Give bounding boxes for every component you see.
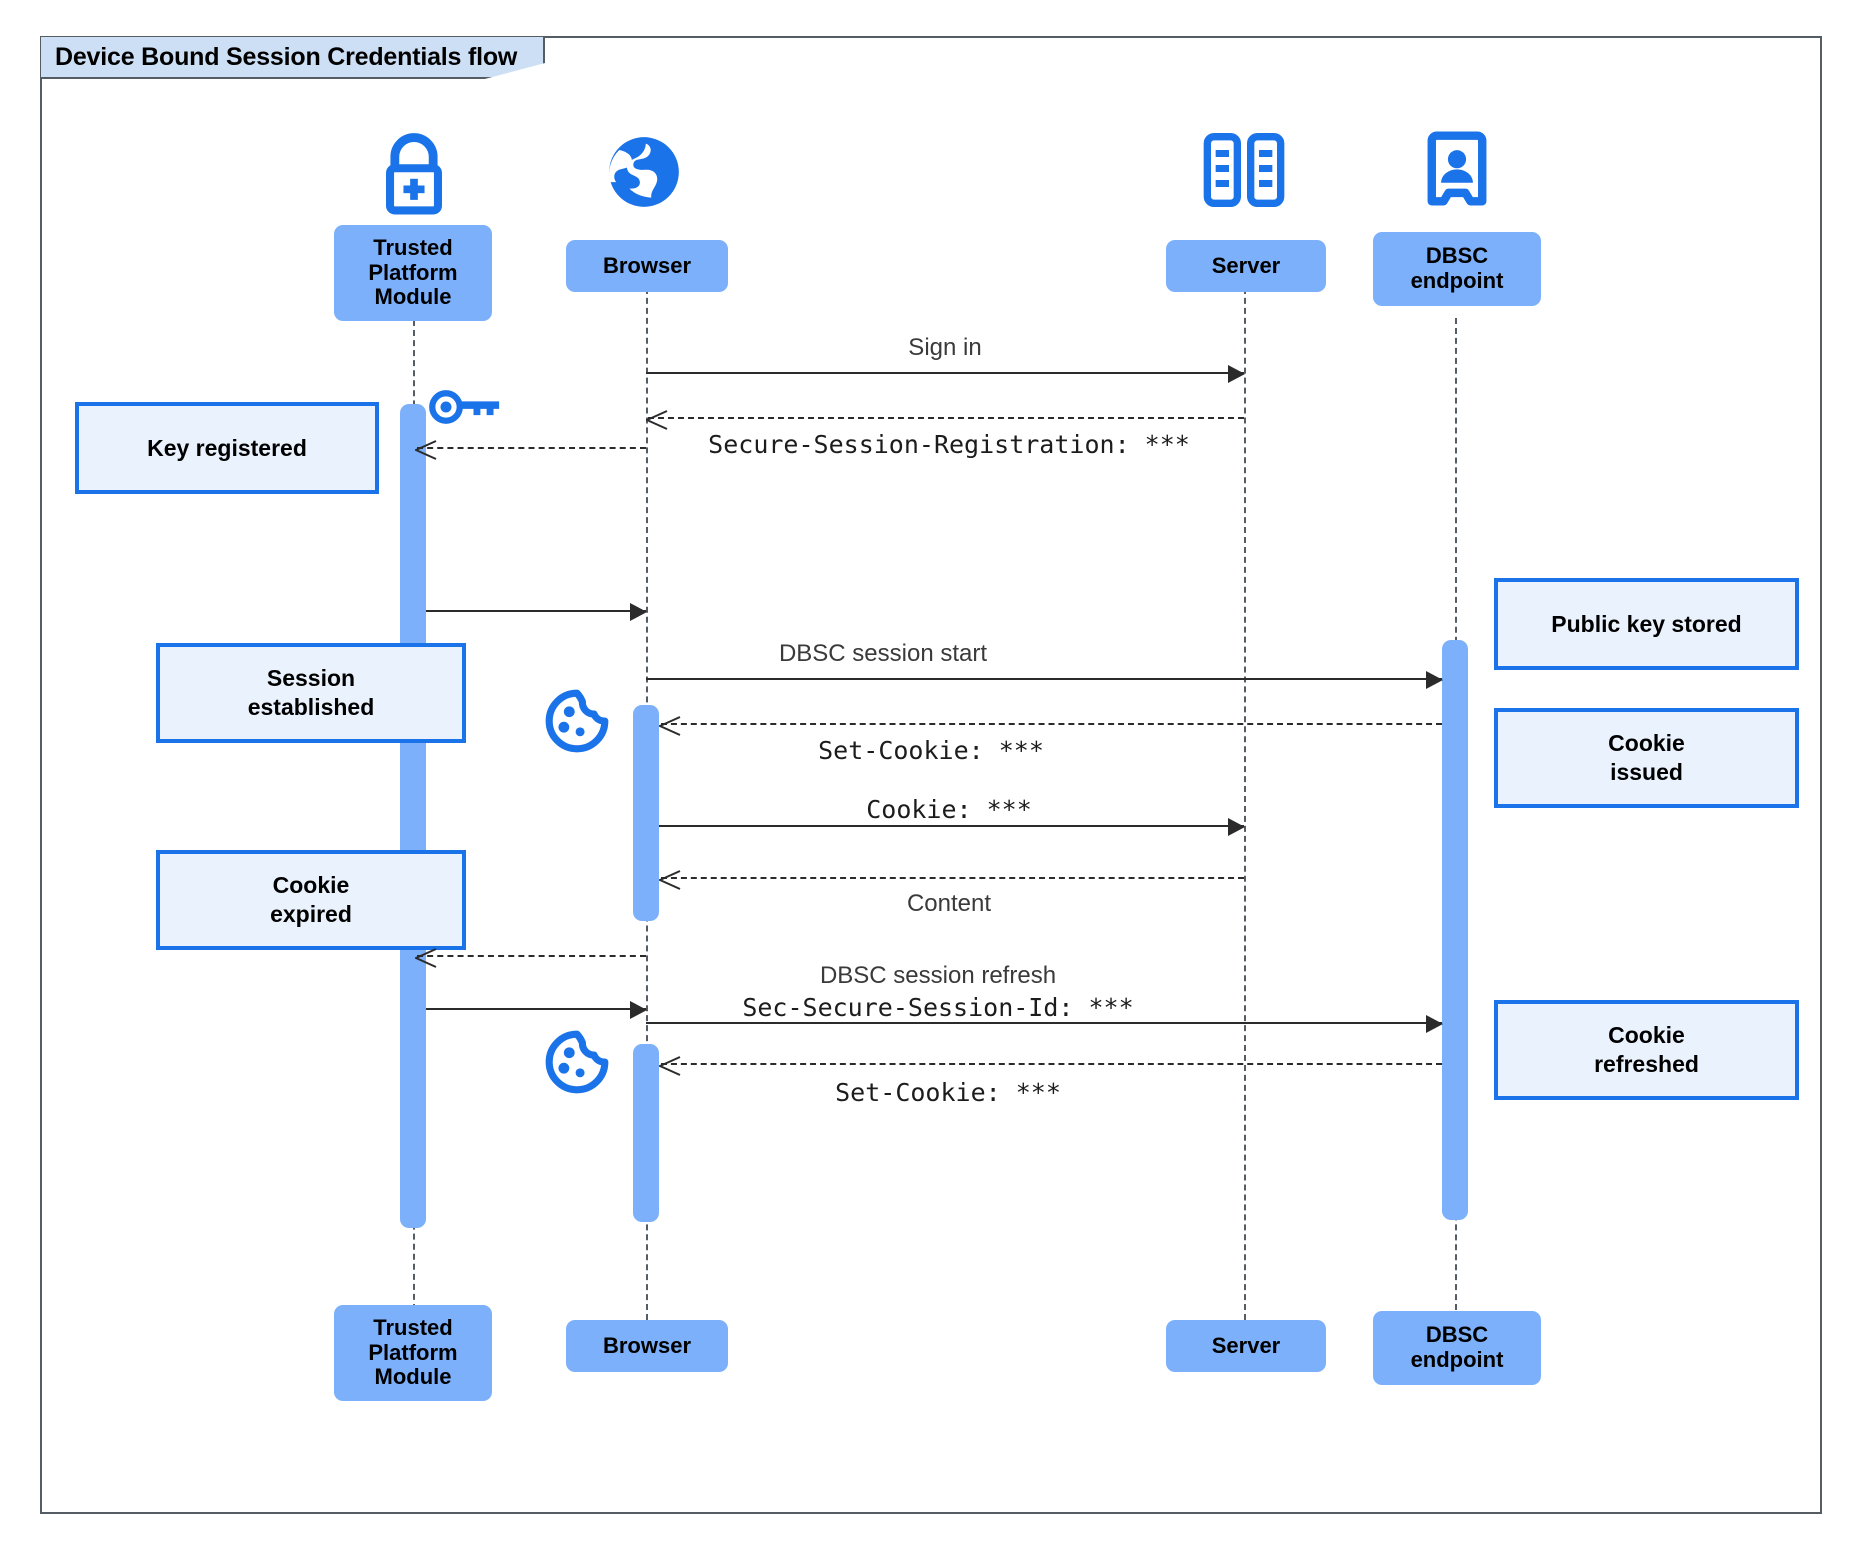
message-arrow-sign-in — [646, 365, 1245, 383]
message-arrow-browser-to-tpm-1 — [415, 440, 646, 460]
message-label-cookie: Cookie: *** — [866, 795, 1032, 824]
activation-bar-dbsc — [1442, 640, 1468, 1220]
cookie-icon — [543, 687, 611, 760]
message-arrow-tpm-to-browser-1 — [426, 603, 647, 621]
note-key-registered: Key registered — [75, 402, 379, 494]
participant-label: Server — [1211, 252, 1281, 278]
arrowhead-left-icon — [659, 1056, 681, 1076]
message-arrow-secure-session-registration — [646, 410, 1244, 430]
lock-plus-icon — [368, 128, 460, 225]
diagram-frame — [40, 36, 1822, 1514]
activation-bar-browser-2 — [633, 1044, 659, 1222]
globe-icon — [600, 128, 688, 221]
message-label-dbsc-session-refresh: DBSC session refresh — [819, 962, 1057, 989]
note-public-key-stored: Public key stored — [1494, 578, 1799, 670]
message-arrow-tpm-to-browser-2 — [426, 1001, 647, 1019]
arrowhead-right-icon — [1228, 365, 1245, 383]
message-arrow-set-cookie-1 — [659, 716, 1442, 736]
arrowhead-right-icon — [1426, 1015, 1443, 1033]
cookie-icon — [543, 1028, 611, 1101]
message-label-set-cookie-1: Set-Cookie: *** — [818, 736, 1044, 765]
arrowhead-left-icon — [415, 948, 437, 968]
message-arrow-cookie — [659, 818, 1245, 836]
participant-label: Server — [1211, 1332, 1281, 1358]
participant-browser-bottom[interactable]: Browser — [566, 1320, 728, 1372]
message-arrow-browser-to-tpm-2 — [415, 948, 646, 968]
participant-browser-top[interactable]: Browser — [566, 240, 728, 292]
message-arrow-content — [659, 870, 1244, 890]
message-label-content: Content — [906, 890, 992, 917]
arrowhead-right-icon — [630, 1001, 647, 1019]
participant-label: Browser — [602, 1332, 692, 1358]
participant-server-bottom[interactable]: Server — [1166, 1320, 1326, 1372]
lifeline-server — [1244, 278, 1246, 1320]
participant-server-top[interactable]: Server — [1166, 240, 1326, 292]
message-label-sign-in: Sign in — [908, 334, 982, 361]
participant-label: Browser — [602, 252, 692, 278]
message-arrow-set-cookie-2 — [659, 1056, 1442, 1076]
activation-bar-browser-1 — [633, 705, 659, 921]
arrowhead-right-icon — [1228, 818, 1245, 836]
note-text: Key registered — [147, 434, 307, 461]
note-text: Public key stored — [1551, 610, 1742, 637]
message-label-dbsc-session-start: DBSC session start — [778, 640, 988, 667]
message-arrow-dbsc-session-start — [646, 671, 1443, 689]
message-label-sec-secure-session-id: Sec-Secure-Session-Id: *** — [742, 993, 1134, 1022]
arrowhead-left-icon — [659, 870, 681, 890]
arrowhead-left-icon — [659, 716, 681, 736]
activation-bar-tpm — [400, 404, 426, 1228]
message-label-set-cookie-2: Set-Cookie: *** — [835, 1078, 1061, 1107]
id-badge-icon — [1420, 130, 1494, 217]
key-icon — [428, 382, 504, 437]
arrowhead-left-icon — [415, 440, 437, 460]
message-arrow-dbsc-session-refresh — [646, 1015, 1443, 1033]
server-rack-icon — [1198, 130, 1290, 215]
message-label-secure-session-registration: Secure-Session-Registration: *** — [708, 430, 1190, 459]
arrowhead-right-icon — [1426, 671, 1443, 689]
arrowhead-right-icon — [630, 603, 647, 621]
arrowhead-left-icon — [646, 410, 668, 430]
diagram-title: Device Bound Session Credentials flow — [41, 37, 546, 79]
